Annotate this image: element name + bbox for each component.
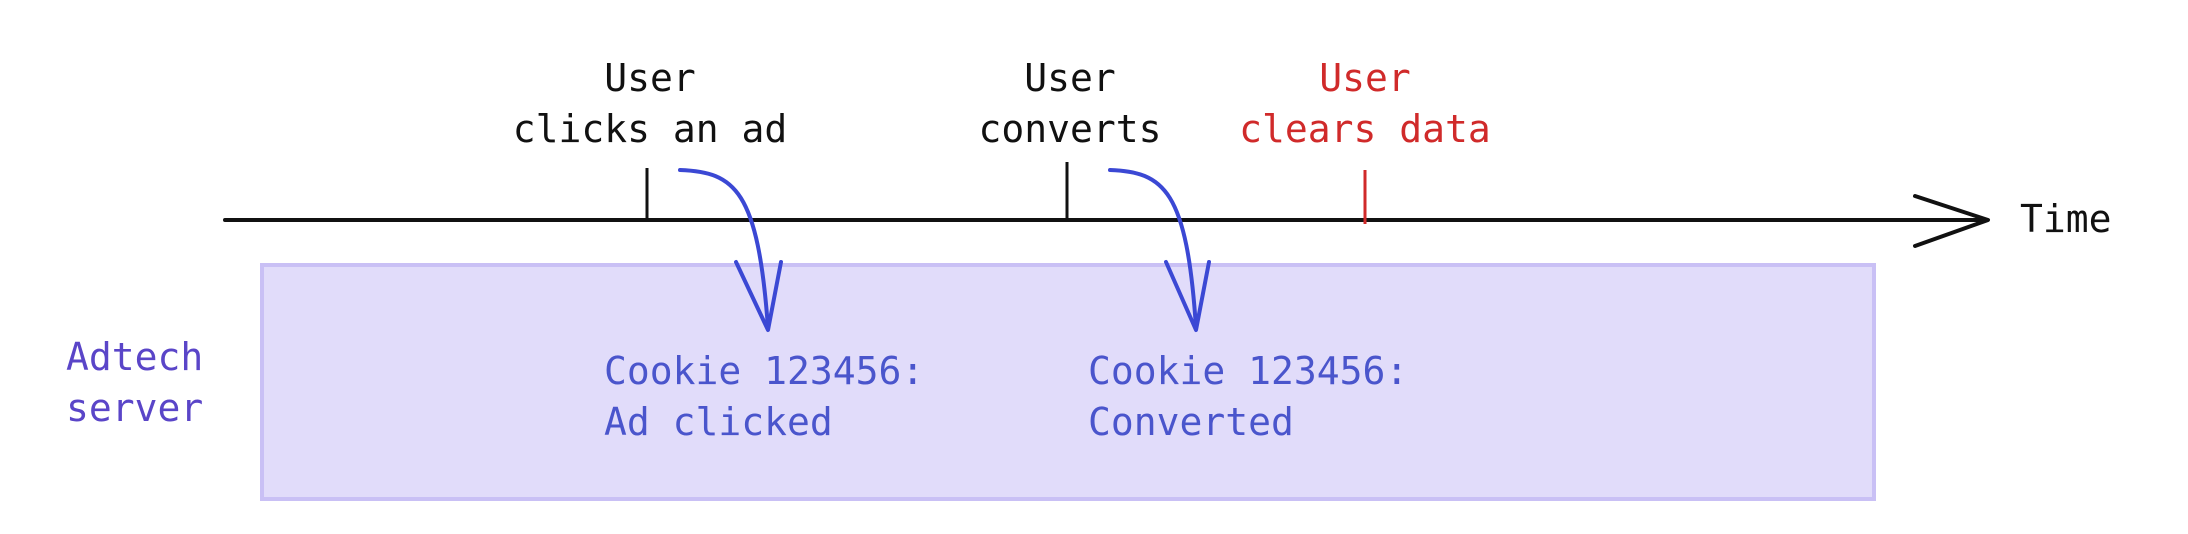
time-axis-label: Time xyxy=(2020,197,2112,241)
event-label-line2: clicks an ad xyxy=(512,107,788,151)
server-record-converted: Cookie 123456: Converted xyxy=(1088,346,1408,448)
event-label-ad-click: User clicks an ad xyxy=(500,53,800,155)
time-axis-arrowhead xyxy=(1913,194,1990,248)
event-label-line1: User xyxy=(604,56,696,100)
arrow-convert-to-server xyxy=(1108,168,1211,332)
record-line2: Converted xyxy=(1088,400,1294,444)
server-label-line2: server xyxy=(66,386,204,430)
adtech-server-label: Adtech server xyxy=(66,332,203,434)
record-line2: Ad clicked xyxy=(604,400,833,444)
server-label-line1: Adtech xyxy=(66,335,204,379)
arrow-ad-click-to-server xyxy=(678,168,783,332)
event-label-clear-data: User clears data xyxy=(1210,53,1520,155)
event-label-line2: clears data xyxy=(1239,107,1491,151)
event-label-line1: User xyxy=(1319,56,1411,100)
server-record-ad-clicked: Cookie 123456: Ad clicked xyxy=(604,346,924,448)
event-label-line1: User xyxy=(1024,56,1116,100)
adtech-server-box xyxy=(260,263,1876,501)
event-label-line2: converts xyxy=(978,107,1162,151)
event-label-convert: User converts xyxy=(940,53,1200,155)
record-line1: Cookie 123456: xyxy=(1088,349,1409,393)
record-line1: Cookie 123456: xyxy=(604,349,925,393)
